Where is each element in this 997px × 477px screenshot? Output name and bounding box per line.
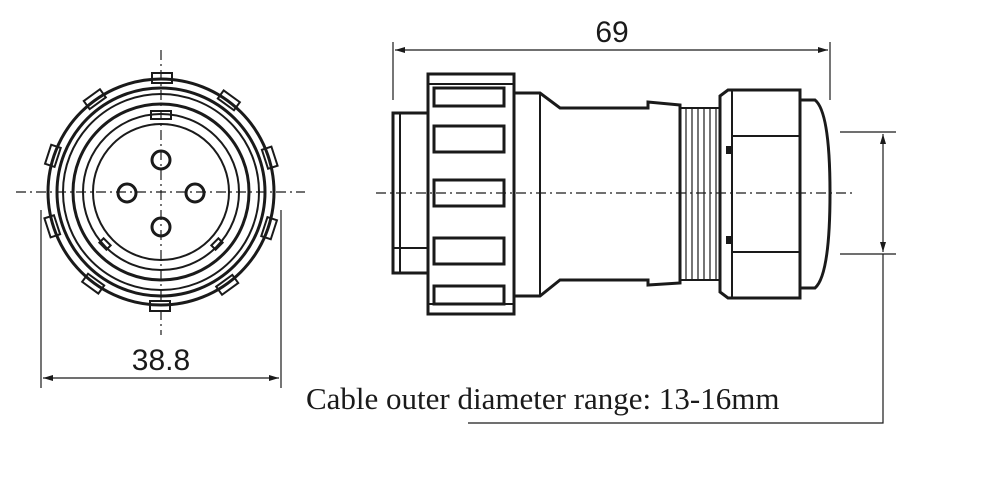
coupling-nut-side: [426, 72, 516, 316]
thread-section: [679, 107, 721, 281]
insert-face: [92, 123, 230, 261]
gland-nut: [718, 88, 802, 300]
sealing-cap: [800, 98, 832, 290]
connector-body: [512, 91, 682, 298]
pin-bottom: [150, 216, 172, 238]
front-view: 38.8: [16, 50, 305, 388]
gland-notch-top: [726, 146, 732, 154]
insert-outer-ring: [71, 102, 251, 282]
insert-ring: [82, 113, 240, 271]
latch-mark-left: [97, 236, 113, 252]
nut-grip-slots: [432, 86, 506, 306]
latch-mark-right: [209, 236, 225, 252]
side-length-label: 69: [595, 16, 628, 49]
nut-inner-ring: [62, 93, 260, 291]
pin-top: [150, 149, 172, 171]
gland-notch-bottom: [726, 236, 732, 244]
cable-diameter-caption: Cable outer diameter range: 13-16mm: [306, 381, 779, 416]
plug-front: [391, 111, 428, 275]
caption-leader: [468, 254, 884, 424]
front-width-label: 38.8: [132, 344, 190, 377]
pin-left: [116, 182, 138, 204]
pin-right: [184, 182, 206, 204]
nut-ring: [55, 86, 267, 298]
keyway: [150, 110, 172, 120]
side-view: 69: [376, 16, 896, 424]
outer-ring: [46, 77, 276, 307]
